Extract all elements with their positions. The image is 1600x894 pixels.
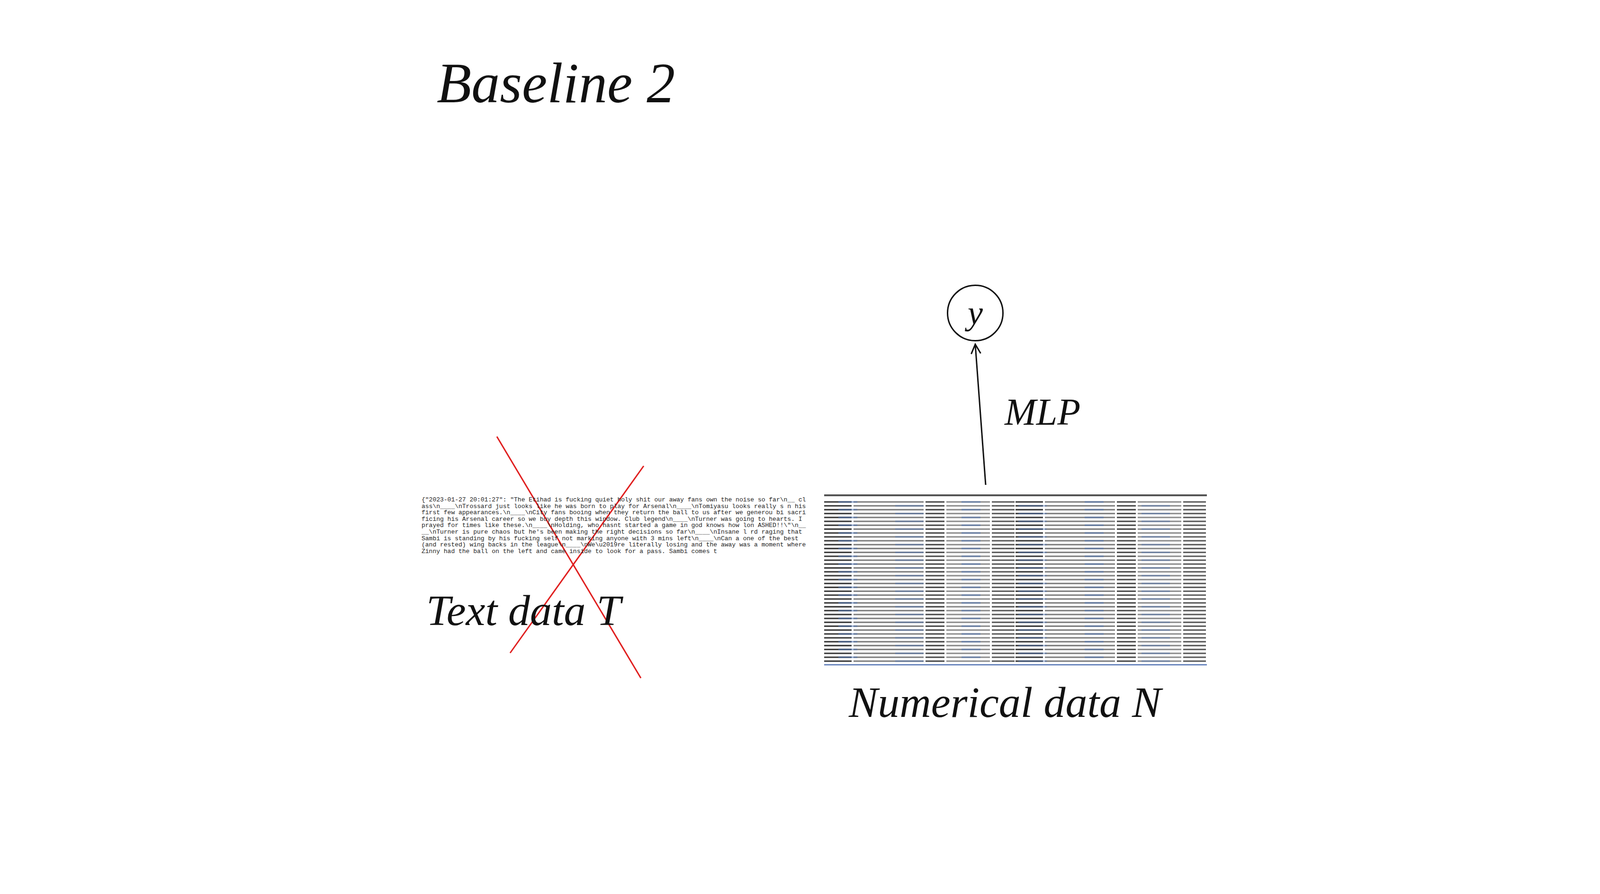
data-caption: Numerical data N: [848, 677, 1207, 729]
raw-text-sample: {"2023-01-27 20:01:27": "The Etihad is f…: [421, 496, 807, 555]
data-rows: [824, 499, 1207, 664]
header-row: [824, 494, 1207, 497]
edge-label: MLP: [1002, 391, 1083, 433]
data-panel: {"2023-01-27 20:01:27": "The Etihad is f…: [421, 496, 807, 637]
diagram-title: Baseline 2: [436, 52, 675, 115]
output-label: y: [967, 296, 983, 331]
data-rows: [824, 499, 1207, 664]
data-underline: [824, 664, 1207, 666]
data-caption: Text data T: [426, 585, 807, 637]
output-circle: y: [946, 284, 1004, 342]
data-panel: Numerical data N: [824, 493, 1207, 729]
arrow-connector: [975, 344, 986, 486]
table-area: [824, 493, 1207, 669]
